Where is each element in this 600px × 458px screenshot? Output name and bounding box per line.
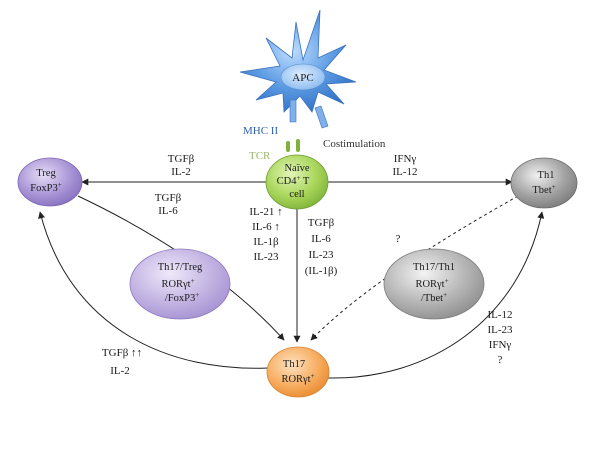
cytokine-label: IL-6 ↑ [252, 221, 280, 233]
cytokine-label: (IL-1β) [305, 265, 338, 277]
cytokine-label: TGFβ [168, 153, 195, 165]
apc-cell: APC [239, 9, 357, 129]
naive-line2: CD4+ T [277, 174, 310, 187]
naive-line1: Naïve [284, 163, 309, 174]
cytokine-label: TGFβ ↑↑ [102, 347, 142, 359]
tcr-label: TCR [249, 150, 271, 162]
th17-cell-body [266, 346, 330, 398]
cytokine-label: IL-12 [487, 309, 512, 321]
labels-naive-to-treg: TGFβ IL-2 [168, 153, 195, 178]
labels-th17-to-treg: TGFβ ↑↑ IL-2 [102, 347, 142, 377]
th17-marker: RORγt+ [281, 372, 314, 385]
th1-marker: Tbet+ [532, 183, 555, 196]
arrow-th17-to-treg [38, 211, 269, 369]
cytokine-label: IL-1β [253, 236, 279, 248]
cytokine-label: IL-2 [110, 365, 130, 377]
tcr-receptor [286, 139, 300, 152]
labels-th17-to-th1: IL-12 IL-23 IFNγ ? [487, 309, 513, 366]
mhc-receptor [289, 99, 297, 123]
apc-label: APC [292, 72, 313, 84]
th17-treg-marker2: /FoxP3+ [165, 291, 199, 304]
cytokine-label: IL-6 [311, 233, 331, 245]
cytokine-label: ? [498, 354, 503, 366]
naive-line3: cell [289, 189, 304, 200]
apc-nucleus [280, 63, 326, 91]
th17-th1-marker1: RORγt+ [415, 277, 448, 290]
th1-label: Th1 [538, 170, 555, 181]
cytokine-label: TGFβ [308, 217, 335, 229]
cytokine-label: IL-12 [392, 166, 417, 178]
treg-cell: Treg FoxP3+ [17, 157, 83, 207]
th17-treg-cell: Th17/Treg RORγt+ /FoxP3+ [129, 248, 231, 320]
th1-cell-body [510, 157, 578, 209]
label-th1-to-th17: ? [396, 233, 401, 245]
naive-cd4-t-cell: Naïve CD4+ T cell [265, 154, 329, 210]
th17-th1-marker2: /Tbet+ [421, 291, 447, 304]
mhc-label: MHC II [243, 125, 278, 137]
cytokine-label: IL-23 [253, 251, 279, 263]
th17-th1-label: Th17/Th1 [413, 262, 455, 273]
labels-center-right: TGFβ IL-6 IL-23 (IL-1β) [305, 217, 338, 277]
cytokine-label: IL-23 [308, 249, 334, 261]
cytokine-label: IFNγ [489, 339, 512, 351]
th17-label: Th17 [283, 359, 305, 370]
th17-th1-cell: Th17/Th1 RORγt+ /Tbet+ [383, 248, 485, 320]
th1-cell: Th1 Tbet+ [510, 157, 578, 209]
treg-marker: FoxP3+ [30, 181, 61, 194]
th17-cell: Th17 RORγt+ [266, 346, 330, 398]
treg-cell-body [17, 157, 83, 207]
naive-cell-body [265, 154, 329, 210]
arrow-th17-to-th1 [327, 211, 545, 379]
costimulation-label: Costimulation [323, 138, 386, 150]
cytokine-label: IL-2 [171, 166, 191, 178]
th17-treg-marker1: RORγt+ [161, 277, 194, 290]
costimulation-receptor [314, 105, 329, 129]
labels-naive-to-th1: IFNγ IL-12 [392, 153, 417, 178]
cytokine-label: IL-23 [487, 324, 513, 336]
th17-treg-label: Th17/Treg [158, 262, 203, 273]
th17-th1-cell-body [383, 248, 485, 320]
cytokine-label: TGFβ [155, 192, 182, 204]
cytokine-label: IL-21 ↑ [249, 206, 282, 218]
th17-treg-cell-body [129, 248, 231, 320]
treg-label: Treg [36, 168, 56, 179]
cytokine-label: IFNγ [394, 153, 417, 165]
labels-center-left: IL-21 ↑ IL-6 ↑ IL-1β IL-23 [249, 206, 282, 263]
labels-treg-to-th17: TGFβ IL-6 [155, 192, 182, 217]
apc-shape [239, 9, 357, 113]
cytokine-label: IL-6 [158, 205, 178, 217]
